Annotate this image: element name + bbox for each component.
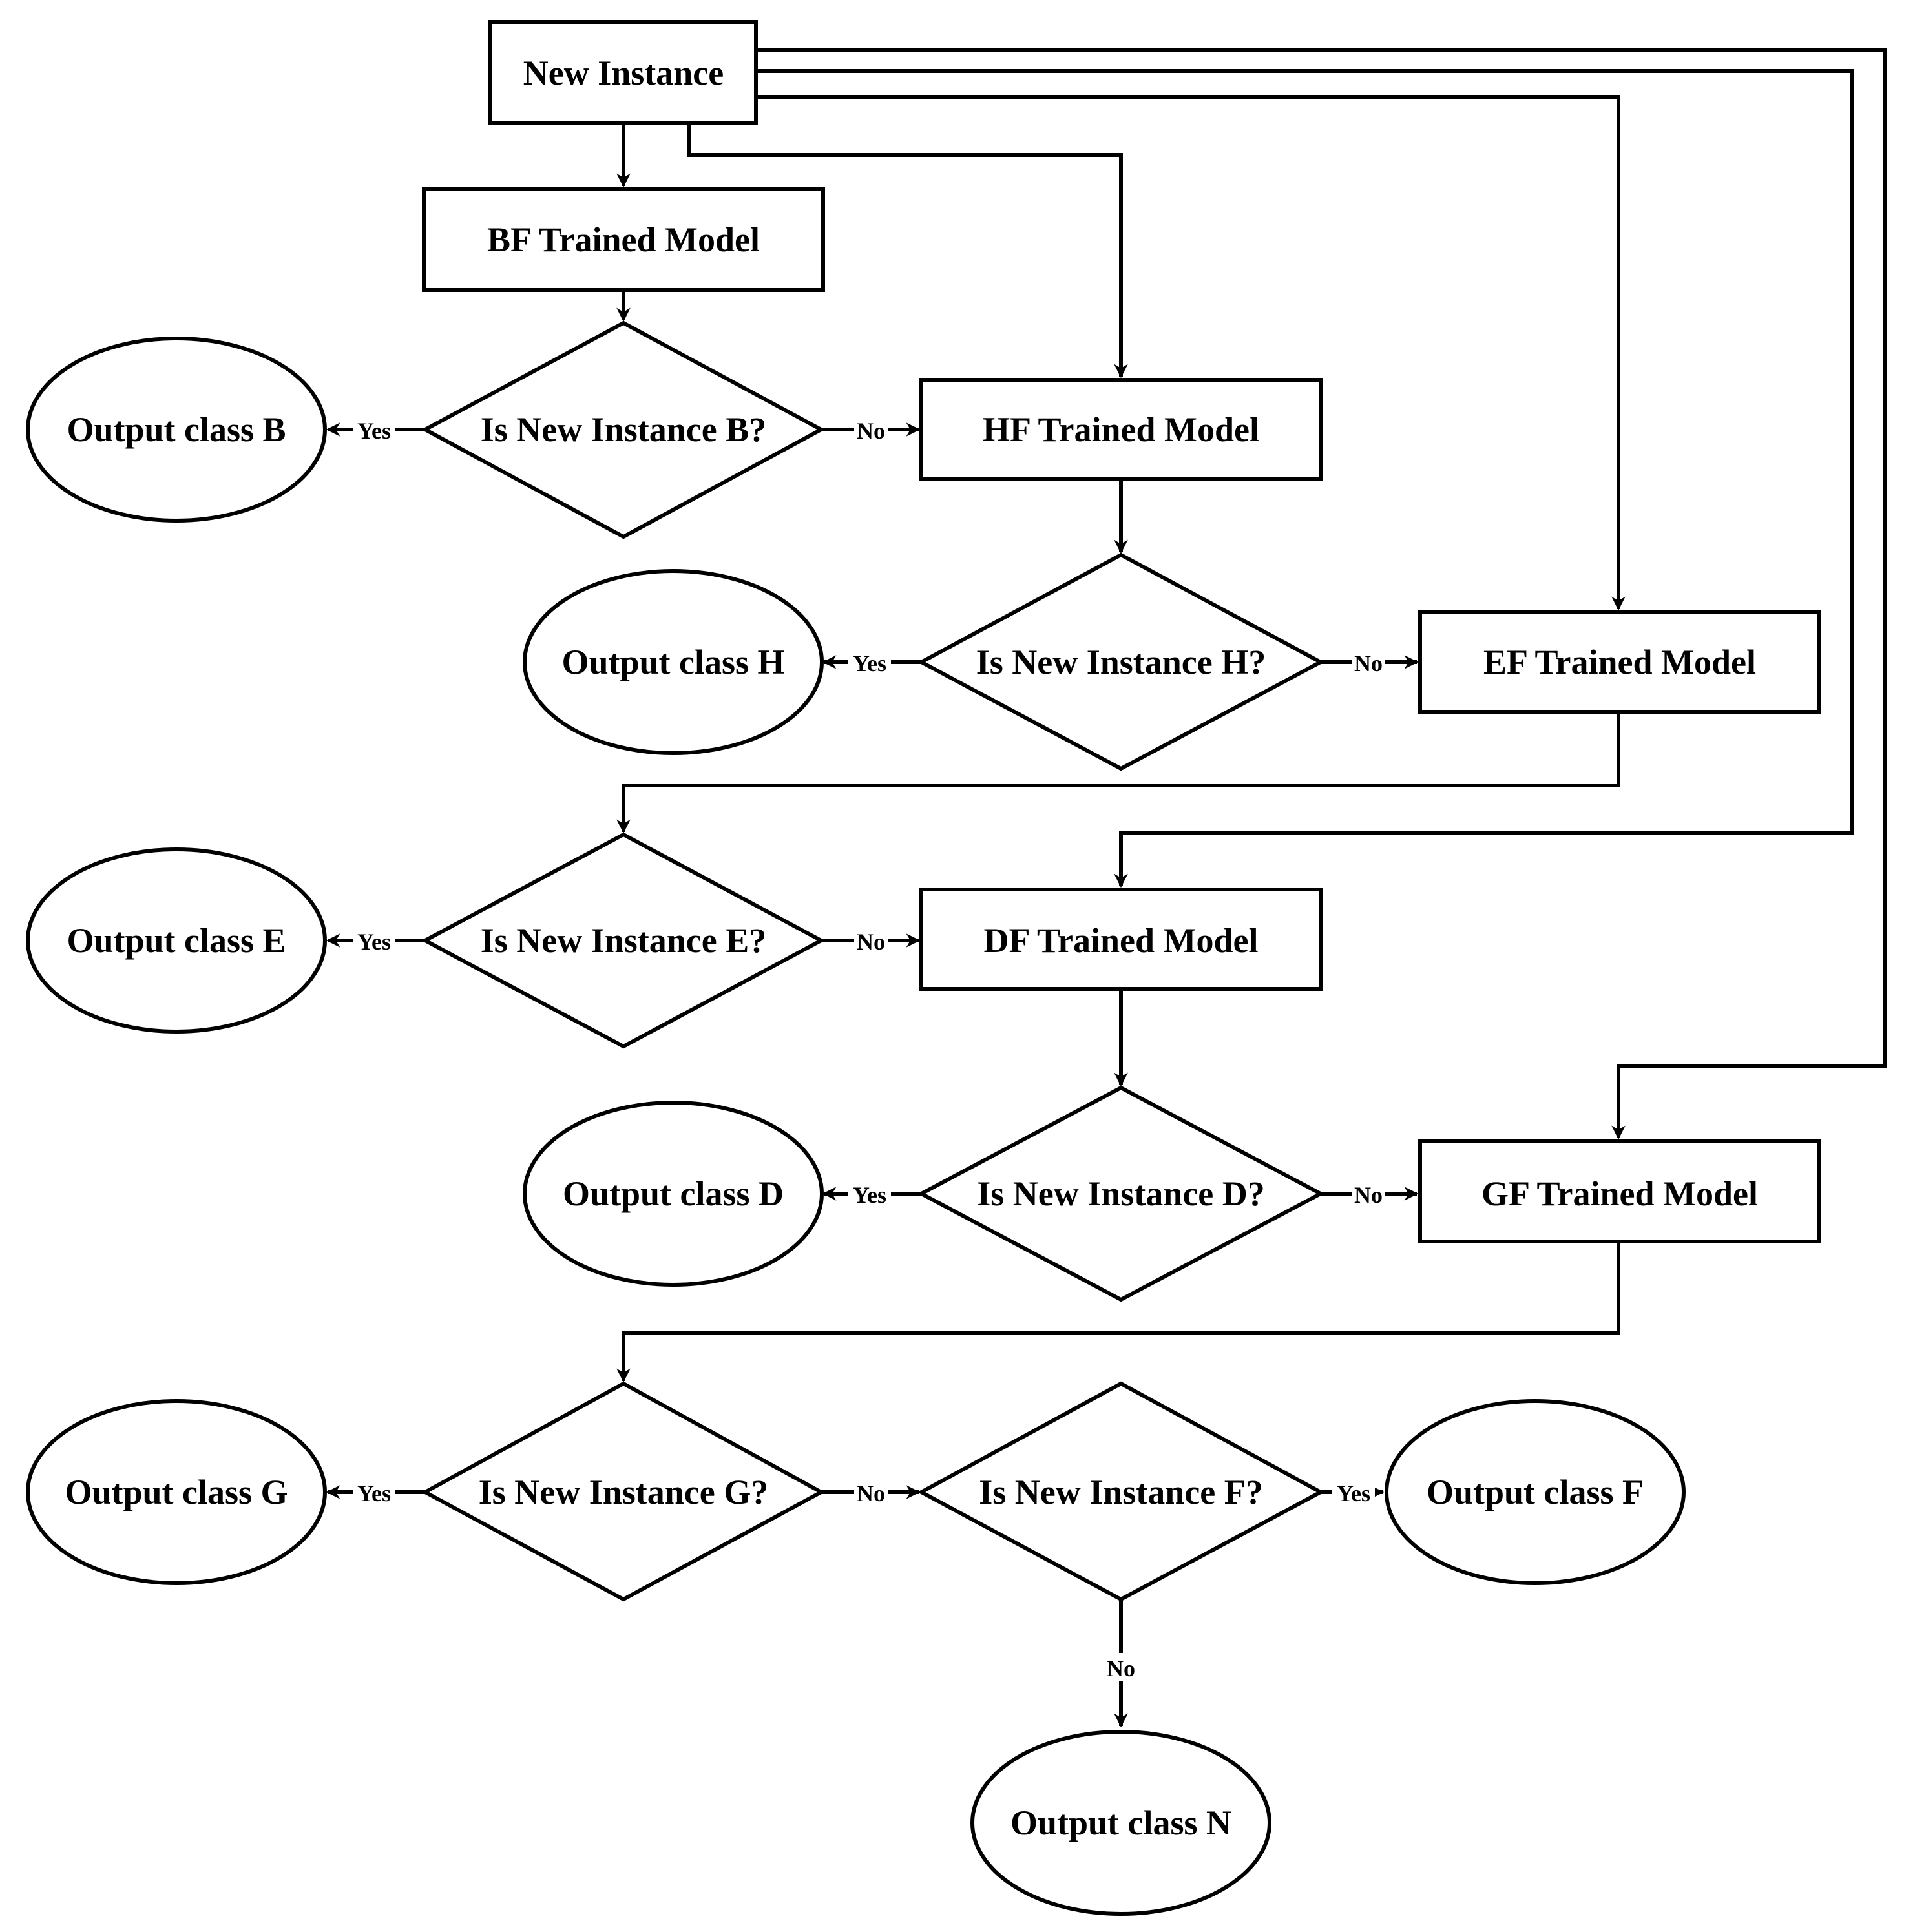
edge-label-bg [353, 927, 395, 954]
edge-label-bg [854, 927, 888, 954]
decision-is-new-instance-h: Is New Instance H? [917, 552, 1325, 771]
edge-label-yes: Yes [853, 1182, 886, 1208]
edge-label-bg [854, 416, 888, 443]
edge-gf-to-qg [616, 1241, 1620, 1383]
edge-label-bg [1332, 1479, 1375, 1506]
decision-label: Is New Instance D? [977, 1174, 1265, 1213]
edge-label-bg [1102, 1653, 1140, 1681]
edge-label-no: No [1354, 1182, 1383, 1208]
edge-label-bg [1352, 649, 1385, 676]
output-label: Output class F [1427, 1473, 1644, 1511]
edge-label-no: No [857, 1480, 885, 1506]
decision-is-new-instance-g: Is New Instance G? [421, 1381, 826, 1602]
output-class-g: Output class G [26, 1399, 327, 1585]
decision-label: Is New Instance F? [979, 1473, 1263, 1511]
decision-label: Is New Instance B? [481, 410, 767, 449]
node-label: HF Trained Model [983, 410, 1259, 449]
output-class-n: Output class N [970, 1730, 1271, 1916]
edge-new-to-gf [756, 48, 1887, 1140]
edge-labels: Yes No Yes No Yes No Yes No Yes No Yes N… [353, 416, 1385, 1681]
node-label: BF Trained Model [487, 220, 760, 259]
edge-label-yes: Yes [1337, 1480, 1370, 1506]
edge-label-no: No [857, 929, 885, 955]
node-label: EF Trained Model [1483, 643, 1756, 681]
output-label: Output class E [67, 921, 286, 960]
output-label: Output class D [563, 1174, 784, 1213]
edge-ef-to-qe [616, 712, 1620, 834]
node-df-trained-model: DF Trained Model [919, 888, 1323, 991]
decision-label: Is New Instance H? [976, 643, 1266, 681]
decision-label: Is New Instance E? [481, 921, 767, 960]
edge-new-to-ef [756, 95, 1626, 611]
output-label: Output class B [67, 410, 286, 449]
edge-new-to-hf [687, 123, 1128, 379]
edge-label-yes: Yes [853, 650, 886, 676]
output-class-e: Output class E [26, 847, 327, 1034]
decision-is-new-instance-d: Is New Instance D? [917, 1085, 1325, 1302]
node-gf-trained-model: GF Trained Model [1418, 1139, 1821, 1243]
node-label: DF Trained Model [984, 921, 1259, 960]
edge-label-yes: Yes [357, 929, 391, 955]
edge-label-bg [848, 1180, 891, 1207]
node-label: GF Trained Model [1481, 1174, 1758, 1213]
edge-new-to-df [756, 69, 1854, 888]
decision-label: Is New Instance G? [479, 1473, 769, 1511]
output-class-f: Output class F [1385, 1399, 1686, 1585]
decision-is-new-instance-e: Is New Instance E? [421, 832, 826, 1049]
edge-label-no: No [857, 418, 885, 444]
edge-label-no: No [1107, 1656, 1135, 1681]
edge-label-bg [353, 416, 395, 443]
node-ef-trained-model: EF Trained Model [1418, 610, 1821, 714]
edge-label-yes: Yes [357, 1480, 391, 1506]
output-label: Output class G [65, 1473, 288, 1511]
decision-is-new-instance-b: Is New Instance B? [421, 320, 826, 539]
output-class-d: Output class D [523, 1101, 824, 1287]
edge-label-bg [848, 649, 891, 676]
edge-label-bg [854, 1479, 888, 1506]
output-label: Output class N [1010, 1803, 1231, 1842]
nodes: New Instance BF Trained Model HF Trained… [26, 20, 1821, 1916]
edge-label-bg [1352, 1180, 1385, 1207]
edge-label-bg [353, 1479, 395, 1506]
output-label: Output class H [561, 643, 784, 681]
node-new-instance: New Instance [488, 20, 758, 125]
edge-label-yes: Yes [357, 418, 391, 444]
node-label: New Instance [523, 54, 724, 92]
node-hf-trained-model: HF Trained Model [919, 378, 1323, 481]
output-class-b: Output class B [26, 337, 327, 523]
output-class-h: Output class H [523, 569, 824, 755]
decision-is-new-instance-f: Is New Instance F? [917, 1381, 1325, 1602]
node-bf-trained-model: BF Trained Model [422, 187, 825, 292]
edge-label-no: No [1354, 650, 1383, 676]
